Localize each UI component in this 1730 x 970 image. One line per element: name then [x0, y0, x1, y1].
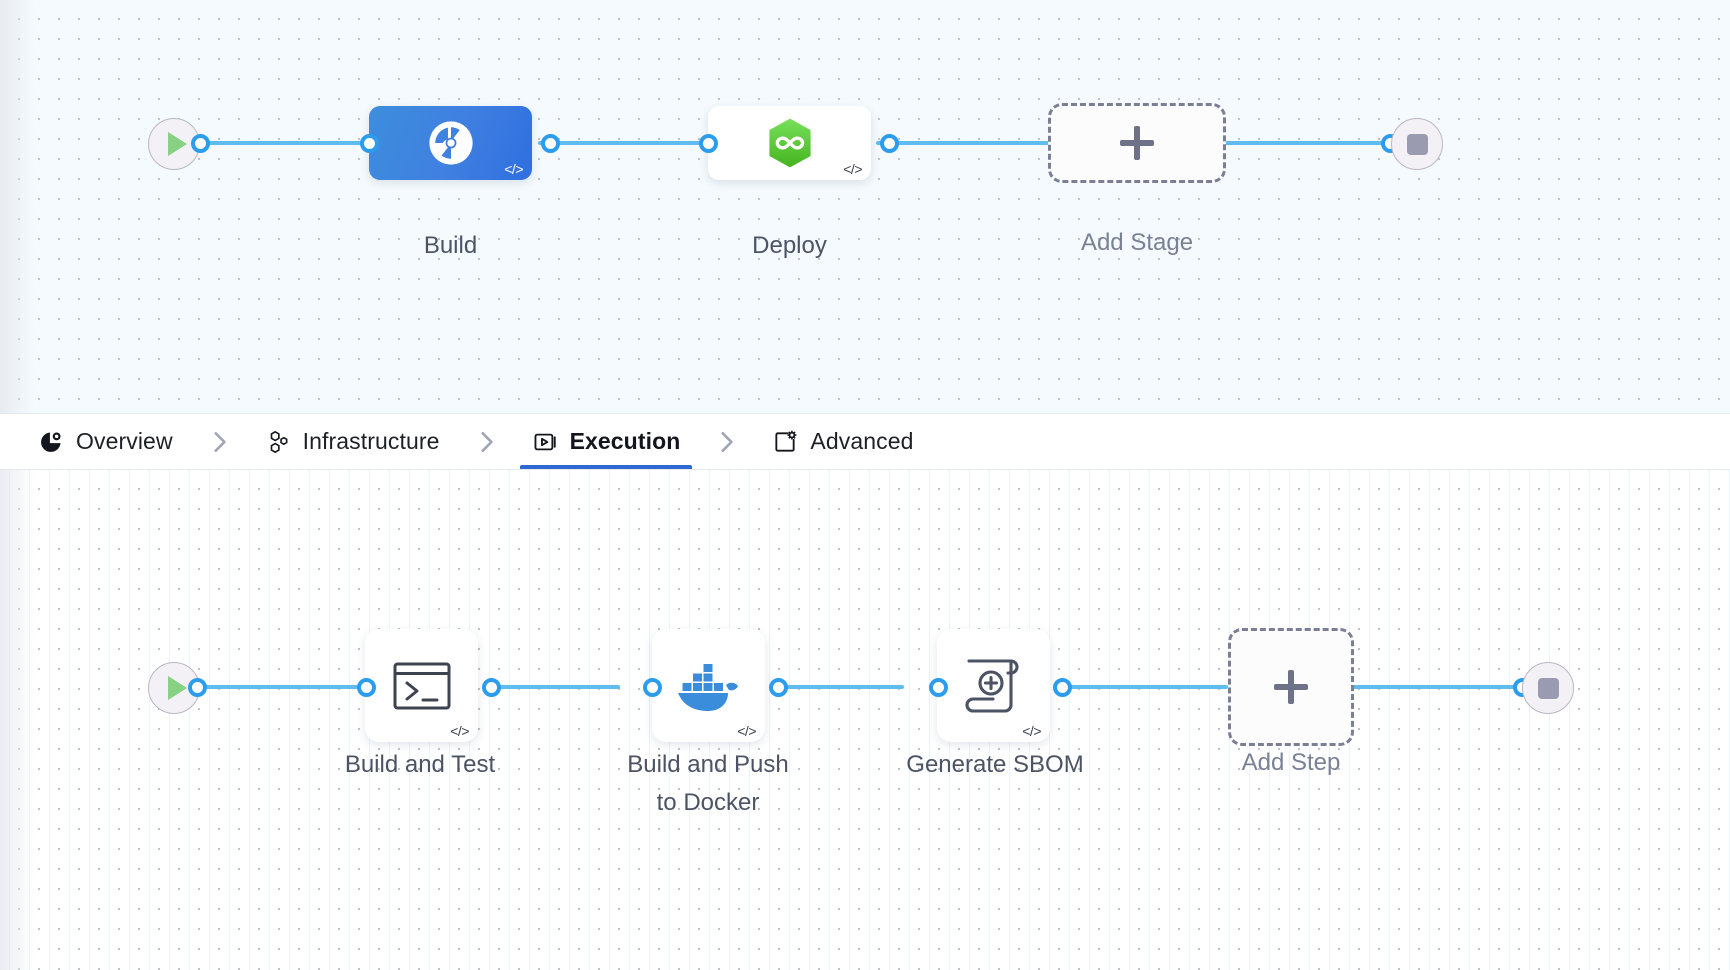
- edge-add-to-end: [1222, 141, 1406, 145]
- terminal-icon: [393, 662, 450, 709]
- edge-start-to-build: [186, 141, 364, 145]
- add-stage-button[interactable]: [1048, 103, 1226, 183]
- docker-whale-icon: [677, 663, 738, 711]
- step-end-node[interactable]: [1522, 662, 1574, 714]
- port-build-in[interactable]: [360, 134, 379, 153]
- code-badge-icon: </>: [504, 161, 523, 177]
- port-step-start-out[interactable]: [188, 678, 207, 697]
- port-docker-out[interactable]: [769, 678, 788, 697]
- tab-label: Execution: [569, 428, 681, 454]
- edge-docker-to-sbom: [772, 685, 904, 689]
- hexagon-cluster-icon: [270, 430, 288, 453]
- stage-node-deploy[interactable]: </>: [708, 106, 871, 180]
- chevron-right-icon: [214, 431, 226, 452]
- port-sbom-out[interactable]: [1053, 678, 1072, 697]
- add-step-label: Add Step: [1241, 749, 1341, 776]
- port-sbom-in[interactable]: [929, 678, 948, 697]
- pipeline-end-node[interactable]: [1391, 118, 1443, 170]
- harness-ci-icon: [428, 121, 473, 165]
- tab-overview[interactable]: Overview: [36, 414, 175, 469]
- play-icon: [167, 676, 187, 700]
- play-icon: [167, 132, 187, 156]
- port-buildtest-out[interactable]: [482, 678, 501, 697]
- port-docker-in[interactable]: [643, 678, 662, 697]
- tab-label: Overview: [76, 428, 173, 454]
- edge-deploy-to-add: [876, 141, 1060, 145]
- chevron-right-icon: [721, 431, 734, 452]
- edge-add-to-end: [1348, 685, 1522, 689]
- tab-execution[interactable]: Execution: [519, 414, 693, 469]
- tab-label: Infrastructure: [302, 428, 440, 454]
- tab-label: Advanced: [810, 428, 914, 454]
- stage-label-build: Build: [423, 232, 478, 259]
- stop-icon: [1406, 133, 1428, 155]
- edge-build-to-deploy: [538, 141, 716, 145]
- step-canvas[interactable]: </> Build and Test </>: [0, 470, 1730, 970]
- code-badge-icon: </>: [843, 161, 862, 177]
- port-buildtest-in[interactable]: [357, 678, 376, 697]
- stage-config-tabs: Overview Infrastructure Execution: [0, 413, 1730, 470]
- play-box-icon: [534, 433, 556, 450]
- step-node-build-and-push-to-docker[interactable]: </>: [652, 629, 765, 742]
- port-start-out[interactable]: [191, 134, 210, 153]
- stage-node-build[interactable]: </>: [369, 106, 532, 180]
- overview-pie-icon: [41, 431, 61, 452]
- tab-advanced[interactable]: Advanced: [770, 414, 915, 469]
- edge-start-to-buildtest: [183, 685, 363, 689]
- stage-canvas[interactable]: </> Build </> Deploy: [0, 0, 1730, 413]
- add-stage-label: Add Stage: [1080, 229, 1194, 256]
- step-label-build-and-test: Build and Test: [344, 751, 496, 778]
- stop-icon: [1537, 677, 1559, 699]
- edge-sbom-to-add: [1056, 685, 1228, 689]
- edge-buildtest-to-docker: [488, 685, 620, 689]
- chevron-right-icon: [481, 431, 493, 452]
- step-label-generate-sbom: Generate SBOM: [906, 751, 1084, 778]
- port-deploy-in[interactable]: [699, 134, 718, 153]
- stage-label-deploy: Deploy: [752, 232, 827, 259]
- code-badge-icon: </>: [737, 723, 756, 739]
- code-badge-icon: </>: [1022, 723, 1041, 739]
- tab-infrastructure[interactable]: Infrastructure: [263, 414, 442, 469]
- scroll-plus-icon: [964, 658, 1019, 713]
- port-build-out[interactable]: [541, 134, 560, 153]
- step-node-generate-sbom[interactable]: </>: [937, 629, 1050, 742]
- step-node-build-and-test[interactable]: </>: [365, 629, 478, 742]
- add-step-button[interactable]: [1228, 628, 1354, 746]
- plus-icon: [1274, 670, 1308, 704]
- plus-icon: [1120, 126, 1154, 160]
- harness-cd-icon: [768, 118, 811, 168]
- port-deploy-out[interactable]: [880, 134, 899, 153]
- step-label-build-and-push-to-docker: Build and Push to Docker: [627, 751, 789, 817]
- code-badge-icon: </>: [450, 723, 469, 739]
- box-gear-icon: [775, 429, 797, 452]
